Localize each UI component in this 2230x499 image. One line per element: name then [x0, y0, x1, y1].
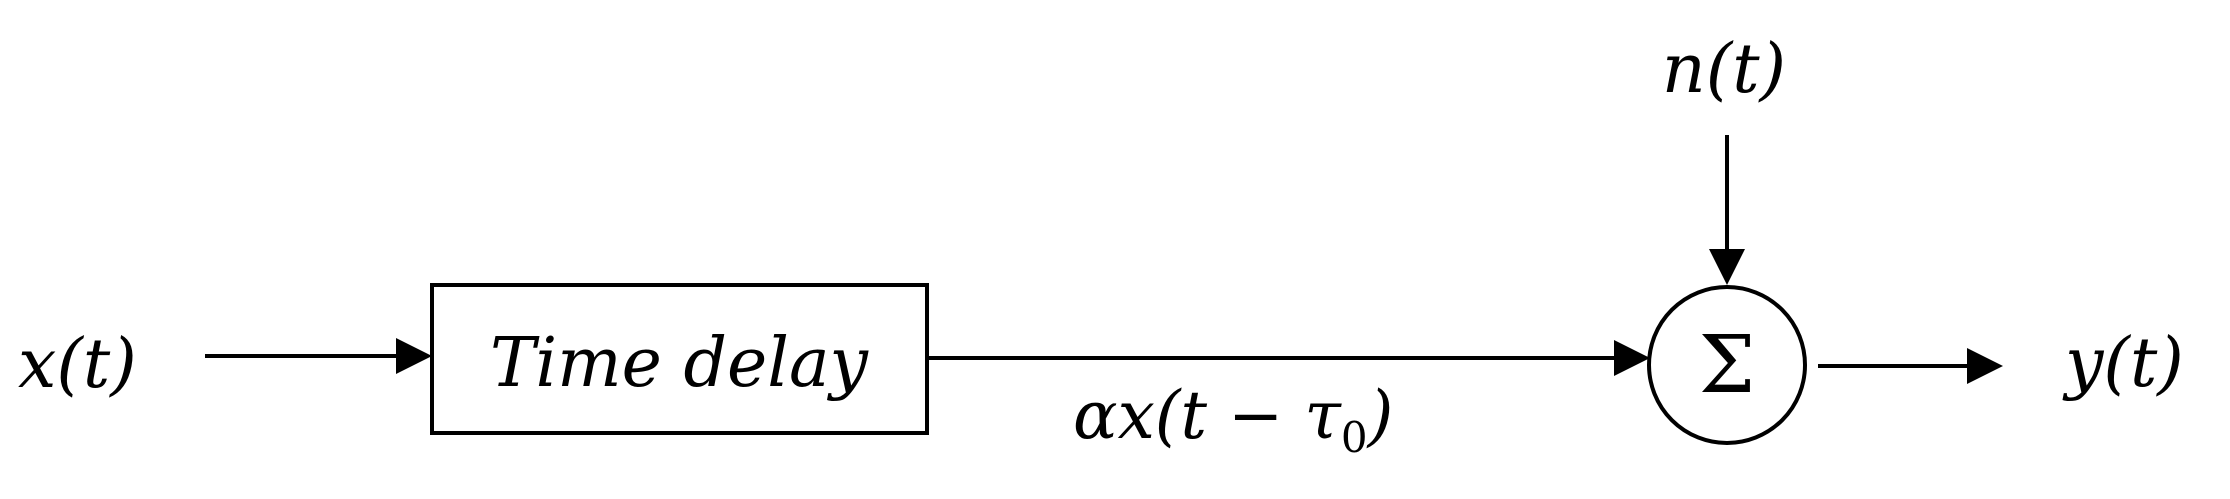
input-arrow — [205, 338, 432, 374]
output-arrow — [1818, 348, 2003, 384]
summing-junction: Σ — [1647, 285, 1807, 445]
tau-subscript: 0 — [1341, 413, 1368, 462]
input-signal-label: x(t) — [18, 325, 137, 404]
output-signal-label: y(t) — [2062, 324, 2184, 403]
time-delay-label: Time delay — [490, 324, 870, 403]
delayed-signal-main: αx(t − τ — [1073, 377, 1342, 454]
delayed-signal-close: ) — [1366, 377, 1394, 454]
delayed-signal-label: αx(t − τ0) — [1073, 377, 1393, 462]
noise-signal-label: n(t) — [1662, 30, 1786, 109]
sigma-symbol: Σ — [1699, 318, 1756, 411]
delayed-signal-arrow — [927, 340, 1650, 376]
noise-arrow — [1709, 135, 1745, 285]
time-delay-block: Time delay — [430, 283, 929, 435]
summing-junction-circle — [1647, 285, 1807, 445]
